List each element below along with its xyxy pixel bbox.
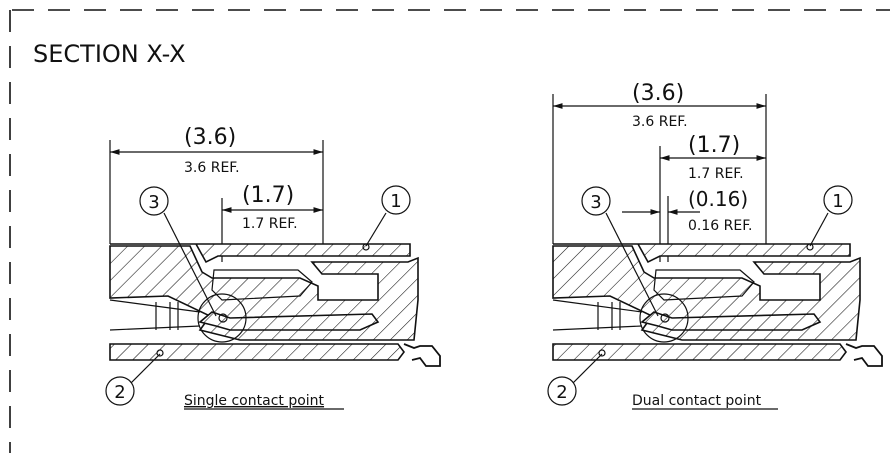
dimension-outer: (3.6) 3.6 REF. <box>552 81 767 244</box>
contact-detail-circle <box>197 293 247 343</box>
wedge-lines <box>552 299 643 331</box>
svg-text:1: 1 <box>390 191 401 212</box>
dim-inner-ref: 1.7 REF. <box>242 216 298 232</box>
view-single-contact: (3.6) 3.6 REF. (1.7) 1.7 REF. <box>105 125 441 410</box>
part-2-housing-bottom <box>552 343 847 361</box>
contact-point <box>218 313 228 323</box>
dimension-outer: (3.6) 3.6 REF. <box>109 125 324 244</box>
svg-text:2: 2 <box>556 382 567 403</box>
callout-3: 3 <box>581 186 659 317</box>
svg-text:1: 1 <box>832 191 843 212</box>
contact-detail-circle <box>639 293 689 343</box>
view-dual-contact: (3.6) 3.6 REF. (1.7) 1.7 REF. (0.16) 0.1… <box>547 81 883 410</box>
dim-inner-label: (1.7) <box>242 183 294 208</box>
dim-outer-label: (3.6) <box>184 125 236 150</box>
side-latch <box>845 343 883 367</box>
svg-text:3: 3 <box>148 192 159 213</box>
callout-1: 1 <box>362 185 411 251</box>
section-boundary <box>9 9 890 453</box>
dim-gap-label: (0.16) <box>688 187 748 211</box>
dim-outer-ref: 3.6 REF. <box>632 114 688 130</box>
caption-dual: Dual contact point <box>632 393 762 409</box>
callout-2: 2 <box>105 349 164 406</box>
dim-inner-label: (1.7) <box>688 133 740 158</box>
dim-outer-label: (3.6) <box>632 81 684 106</box>
part-1-housing-top <box>110 243 411 264</box>
section-title: SECTION X-X <box>33 40 186 68</box>
dimension-gap: (0.16) 0.16 REF. <box>622 187 752 262</box>
callout-2: 2 <box>547 349 606 406</box>
side-latch <box>403 343 441 367</box>
dimension-inner: (1.7) 1.7 REF. <box>221 183 323 262</box>
part-2-housing-bottom <box>109 343 405 361</box>
callout-3: 3 <box>139 186 217 317</box>
dim-gap-ref: 0.16 REF. <box>688 218 752 234</box>
dimension-inner: (1.7) 1.7 REF. <box>659 133 766 262</box>
wedge-lines <box>109 299 201 331</box>
part-1-housing-top <box>553 243 851 264</box>
svg-text:2: 2 <box>114 382 125 403</box>
dim-inner-ref: 1.7 REF. <box>688 166 744 182</box>
callout-1: 1 <box>806 185 853 251</box>
contact-cavity <box>211 269 313 301</box>
svg-text:3: 3 <box>590 192 601 213</box>
contact-cavity <box>653 269 755 301</box>
contact-point <box>660 313 670 323</box>
dim-outer-ref: 3.6 REF. <box>184 160 240 176</box>
caption-single: Single contact point <box>184 393 325 409</box>
